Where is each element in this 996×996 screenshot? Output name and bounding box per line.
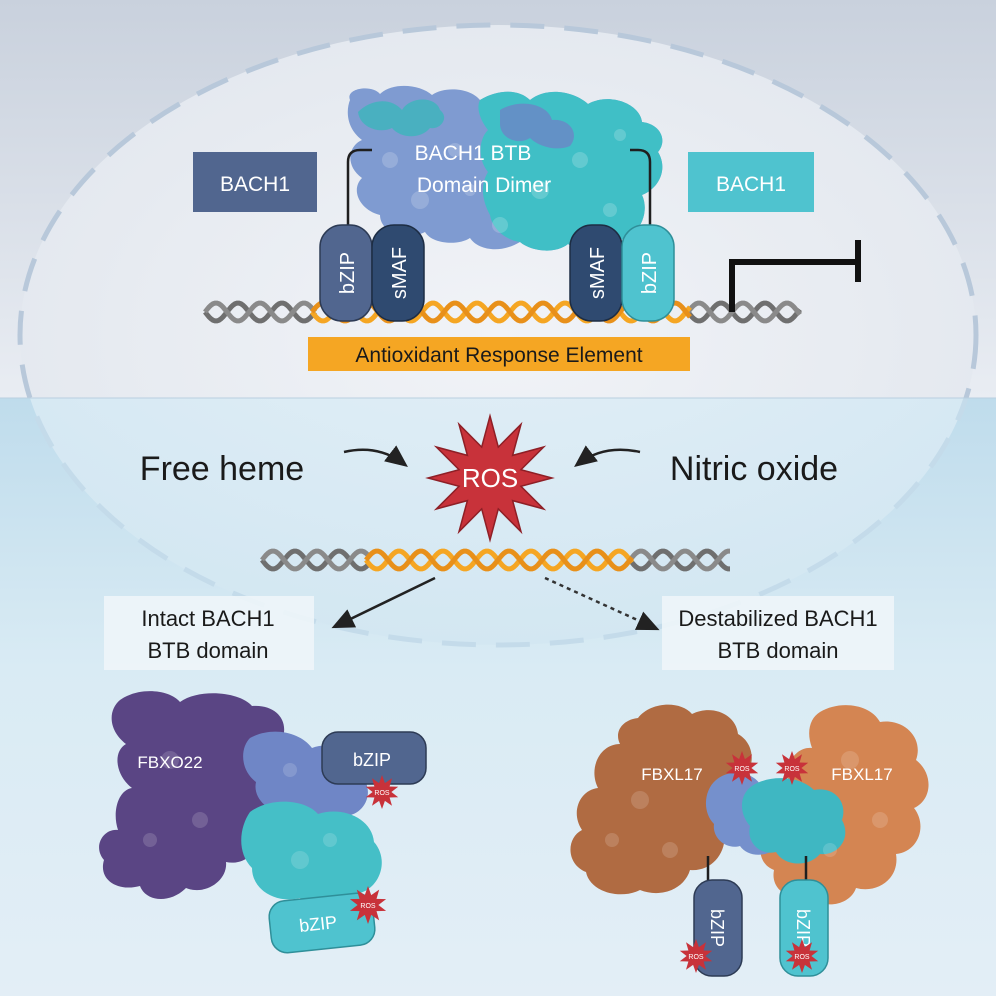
are-label: Antioxidant Response Element: [355, 344, 642, 367]
btb-destab-light: [741, 778, 846, 864]
bzip-vert-left-label: bZIP: [707, 909, 727, 947]
bach1-left-label: BACH1: [220, 173, 290, 196]
ros-small-icon-1: [365, 775, 399, 809]
nitric-oxide-label: Nitric oxide: [670, 450, 838, 488]
btb-dimer-highlight-2: [500, 103, 574, 149]
nucleus-region-lower: [30, 398, 966, 645]
fbxo22-label: FBXO22: [137, 753, 202, 772]
are-label-box: [308, 337, 690, 371]
ros-small-icon-6: [785, 939, 819, 973]
are-strand-a: [310, 300, 692, 324]
dna-top-strand-b: [203, 300, 802, 324]
dna-top-strand-a: [203, 300, 802, 324]
intact-label-line1: Intact BACH1: [141, 606, 274, 631]
free-heme-label: Free heme: [140, 450, 304, 488]
linker-left: [346, 148, 372, 228]
fbxl17-left-structure: [570, 704, 752, 895]
ros-small-label-6: ROS: [794, 954, 810, 961]
intact-label-line2: BTB domain: [147, 638, 268, 663]
no-to-ros-arrow: [574, 445, 641, 468]
ros-burst-icon: [425, 413, 555, 543]
smaf-right-label: sMAF: [587, 247, 609, 299]
smaf-left-capsule: [371, 224, 425, 322]
ros-small-icon-5: [679, 939, 713, 973]
nucleus-membrane-top: [17, 22, 979, 398]
smaf-left-label: sMAF: [389, 247, 411, 299]
dimer-label-line1: BACH1 BTB: [415, 142, 532, 165]
bach1-right-label: BACH1: [716, 173, 786, 196]
btb-intact-light: [241, 801, 382, 909]
ros-small-icon-3: [725, 751, 759, 785]
dna-bottom-strand-b: [260, 548, 730, 572]
btb-dimer-highlight: [358, 99, 445, 137]
dimer-label-line2: Domain Dimer: [417, 174, 551, 197]
heme-to-ros-arrow: [343, 445, 408, 468]
ros-small-label-4: ROS: [784, 766, 800, 773]
bzip-right-capsule: [621, 224, 675, 322]
destab-label-line1: Destabilized BACH1: [678, 606, 877, 631]
fbxo22-complex: [99, 691, 382, 909]
dna-bottom: [260, 548, 730, 572]
destab-label-box: [662, 596, 894, 670]
ros-center-label: ROS: [462, 463, 518, 493]
bach1-right-box: [688, 152, 814, 212]
fbxl17-left-label: FBXL17: [641, 765, 702, 784]
ros-small-label-1: ROS: [374, 790, 390, 797]
nucleus-membrane-bottom: [27, 398, 969, 648]
fbxl17-complex: [570, 704, 929, 905]
bzip-lower-capsule: [268, 892, 376, 954]
bzip-right-label: bZIP: [639, 252, 661, 294]
fbxl17-right-label: FBXL17: [831, 765, 892, 784]
bzip-vert-right-label: bZIP: [793, 909, 813, 947]
bzip-lower-label: bZIP: [298, 912, 338, 936]
ros-small-label-2: ROS: [360, 903, 376, 910]
ros-small-icon-4: [775, 751, 809, 785]
destab-label-line2: BTB domain: [717, 638, 838, 663]
gene-repression-arrow: [729, 259, 858, 312]
ros-small-icon-2: [349, 886, 387, 924]
ros-small-label-5: ROS: [688, 954, 704, 961]
intact-label-box: [104, 596, 314, 670]
bzip-left-label: bZIP: [337, 252, 359, 294]
bzip-upper-label: bZIP: [353, 750, 391, 770]
bach1-left-box: [193, 152, 317, 212]
linker-right: [630, 148, 652, 228]
ros-small-label-3: ROS: [734, 766, 750, 773]
intact-path-arrow: [331, 576, 436, 629]
btb-dimer-structure: [347, 85, 663, 252]
are-bottom-strand-b: [364, 548, 634, 572]
